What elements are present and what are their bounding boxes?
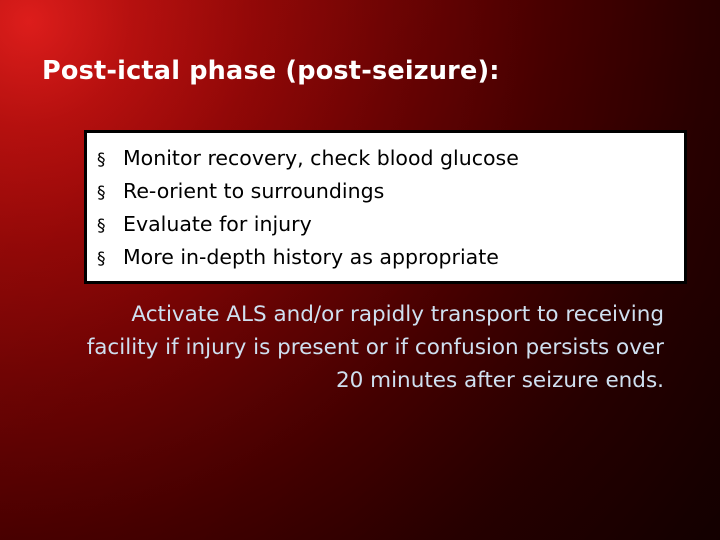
bullet-content-box: § Monitor recovery, check blood glucose …: [84, 130, 687, 284]
list-item: § Re-orient to surroundings: [87, 176, 684, 209]
section-marker-icon: §: [97, 249, 106, 269]
section-marker-icon: §: [97, 183, 106, 203]
list-item-label: Re-orient to surroundings: [123, 179, 385, 203]
list-item: § Evaluate for injury: [87, 209, 684, 242]
list-item-label: Monitor recovery, check blood glucose: [123, 146, 519, 170]
section-marker-icon: §: [97, 216, 106, 236]
list-item-label: Evaluate for injury: [123, 212, 312, 236]
list-item-label: More in-depth history as appropriate: [123, 245, 499, 269]
slide-title: Post-ictal phase (post-seizure):: [42, 56, 500, 86]
section-marker-icon: §: [97, 150, 106, 170]
bullet-list: § Monitor recovery, check blood glucose …: [87, 133, 684, 275]
slide-body-text: Activate ALS and/or rapidly transport to…: [86, 302, 664, 393]
list-item: § More in-depth history as appropriate: [87, 242, 684, 275]
list-item: § Monitor recovery, check blood glucose: [87, 143, 684, 176]
